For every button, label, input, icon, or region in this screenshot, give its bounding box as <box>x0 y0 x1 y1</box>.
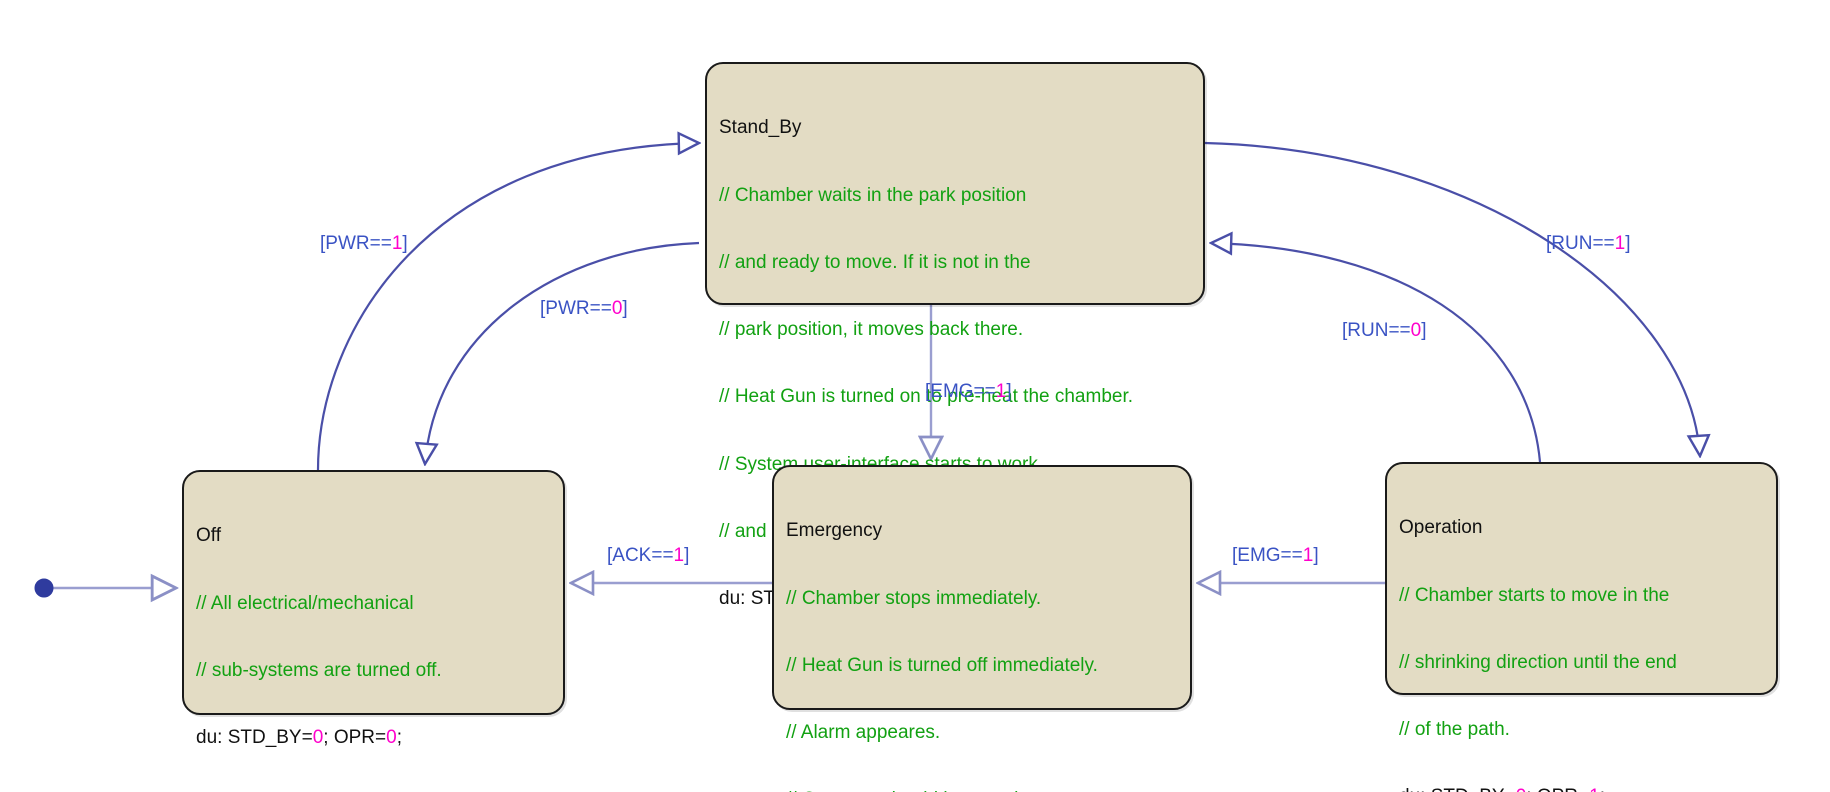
label-value: 0 <box>1410 320 1422 341</box>
label-value: 1 <box>1614 233 1626 254</box>
transition-label-emergency-to-off[interactable]: [ACK==1] <box>607 545 689 567</box>
state-off-action-value-1: 0 <box>312 727 324 749</box>
state-emergency-comment-1: // Chamber stops immediately. <box>786 587 1042 609</box>
state-operation-comment-2: // shrinking direction until the end <box>1399 651 1677 673</box>
label-close: ] <box>402 233 408 254</box>
state-off[interactable]: Off // All electrical/mechanical // sub-… <box>182 470 565 748</box>
label-close: ] <box>1313 545 1319 566</box>
label-open: [ACK== <box>607 545 674 566</box>
transition-label-standby-to-off[interactable]: [PWR==0] <box>540 298 628 320</box>
state-stand-by[interactable]: Stand_By // Chamber waits in the park po… <box>705 62 1205 609</box>
label-open: [PWR== <box>540 298 612 319</box>
state-operation-action-prefix: du: STD_BY= <box>1399 786 1516 792</box>
state-off-action-value-2: 0 <box>386 727 397 749</box>
state-off-action-mid: ; OPR= <box>323 727 387 749</box>
state-off-action-suffix: ; <box>396 727 402 749</box>
state-off-action: du: STD_BY=0; OPR=0; <box>196 725 563 750</box>
label-value: 0 <box>611 298 623 319</box>
state-operation-action-suffix: ; <box>1600 786 1605 792</box>
default-transition-arrow <box>34 578 176 598</box>
label-close: ] <box>1006 381 1012 402</box>
transition-label-standby-to-emergency[interactable]: [EMG==1] <box>925 381 1012 403</box>
label-close: ] <box>622 298 628 319</box>
default-transition-junction-dot <box>34 578 54 598</box>
label-value: 1 <box>995 381 1007 402</box>
state-operation-action-mid: ; OPR= <box>1526 786 1589 792</box>
transition-label-operation-to-emergency[interactable]: [EMG==1] <box>1232 545 1319 567</box>
state-stand-by-comment-2: // and ready to move. If it is not in th… <box>719 251 1031 273</box>
state-emergency-comment-4: // Operator should inspect the system <box>786 787 1190 792</box>
state-emergency-content: Emergency // Chamber stops immediately. … <box>774 467 1190 792</box>
state-operation-action-value-2: 1 <box>1589 786 1600 792</box>
label-value: 1 <box>1302 545 1314 566</box>
label-close: ] <box>1421 320 1427 341</box>
label-close: ] <box>1625 233 1631 254</box>
transition-label-operation-to-standby[interactable]: [RUN==0] <box>1342 320 1427 342</box>
transition-standby-to-off <box>425 241 700 464</box>
state-operation-action: du: STD_BY=0; OPR=1; <box>1399 784 1776 792</box>
label-open: [RUN== <box>1546 233 1615 254</box>
label-close: ] <box>684 545 690 566</box>
state-operation-comment-3: // of the path. <box>1399 719 1510 741</box>
state-stand-by-comment-1: // Chamber waits in the park position <box>719 184 1027 206</box>
transition-standby-to-operation <box>1204 141 1700 456</box>
state-emergency-comment-2: // Heat Gun is turned off immediately. <box>786 654 1098 676</box>
transition-off-to-standby <box>316 143 699 471</box>
state-operation-action-value-1: 0 <box>1516 786 1527 792</box>
state-off-action-prefix: du: STD_BY= <box>196 727 313 749</box>
state-operation[interactable]: Operation // Chamber starts to move in t… <box>1385 462 1778 792</box>
state-stand-by-title: Stand_By <box>719 117 802 139</box>
state-off-comment-2: // sub-systems are turned off. <box>196 659 442 681</box>
transition-label-off-to-standby[interactable]: [PWR==1] <box>320 233 408 255</box>
state-operation-comment-1: // Chamber starts to move in the <box>1399 584 1670 606</box>
transition-label-standby-to-operation[interactable]: [RUN==1] <box>1546 233 1631 255</box>
state-stand-by-comment-4: // Heat Gun is turned on to pre-heat the… <box>719 386 1134 408</box>
state-operation-content: Operation // Chamber starts to move in t… <box>1387 464 1776 792</box>
transition-operation-to-standby <box>1211 243 1542 463</box>
label-value: 1 <box>673 545 685 566</box>
label-open: [RUN== <box>1342 320 1411 341</box>
label-open: [EMG== <box>1232 545 1303 566</box>
state-emergency-title: Emergency <box>786 520 883 542</box>
state-off-title: Off <box>196 525 221 547</box>
state-off-comment-1: // All electrical/mechanical <box>196 592 414 614</box>
label-open: [EMG== <box>925 381 996 402</box>
state-emergency[interactable]: Emergency // Chamber stops immediately. … <box>772 465 1192 792</box>
label-value: 1 <box>391 233 403 254</box>
state-emergency-comment-3: // Alarm appeares. <box>786 722 941 744</box>
state-stand-by-comment-3: // park position, it moves back there. <box>719 319 1024 341</box>
label-open: [PWR== <box>320 233 392 254</box>
state-off-content: Off // All electrical/mechanical // sub-… <box>184 472 563 792</box>
state-operation-title: Operation <box>1399 517 1483 539</box>
